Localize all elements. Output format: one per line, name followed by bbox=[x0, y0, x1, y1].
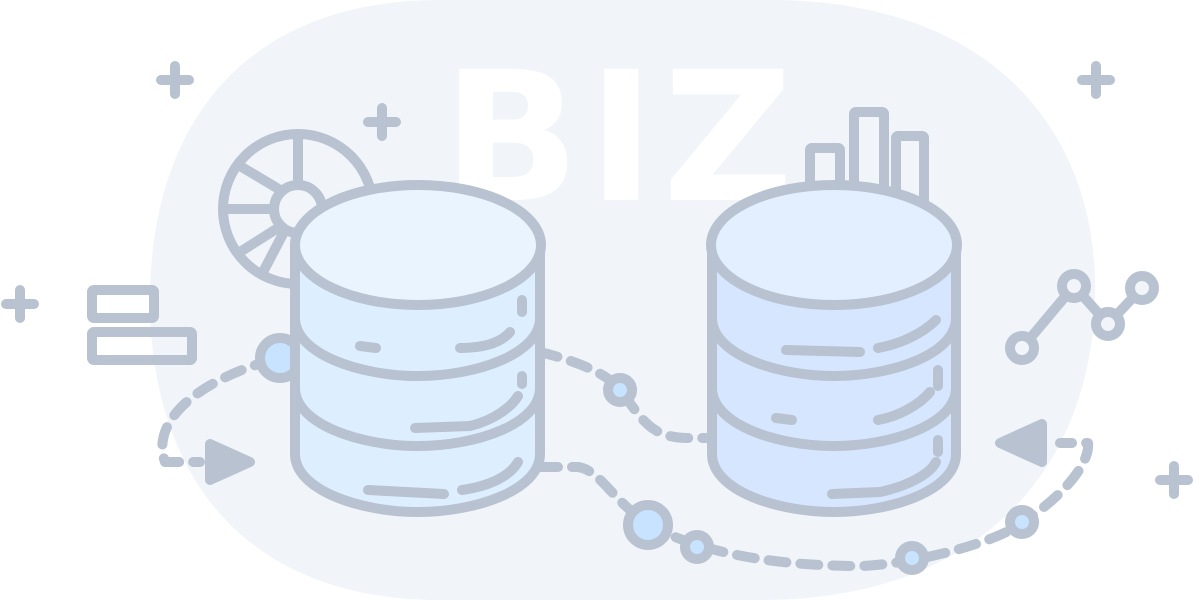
flow-node bbox=[623, 500, 673, 550]
database-icon-right bbox=[706, 180, 962, 517]
plus-icon bbox=[156, 61, 194, 99]
flow-node bbox=[680, 530, 714, 564]
flow-node bbox=[1005, 505, 1039, 539]
arrow-icon bbox=[205, 439, 255, 485]
plus-icon bbox=[1155, 461, 1193, 499]
database-icon-left bbox=[290, 180, 546, 517]
arrow-icon bbox=[995, 419, 1047, 467]
plus-icon bbox=[1077, 61, 1115, 99]
flow-node bbox=[603, 373, 637, 407]
list-bars-icon bbox=[87, 285, 197, 365]
flow-node bbox=[895, 541, 929, 575]
plus-icon bbox=[1, 285, 39, 323]
plus-icon bbox=[363, 103, 401, 141]
line-chart-icon bbox=[1005, 269, 1159, 365]
